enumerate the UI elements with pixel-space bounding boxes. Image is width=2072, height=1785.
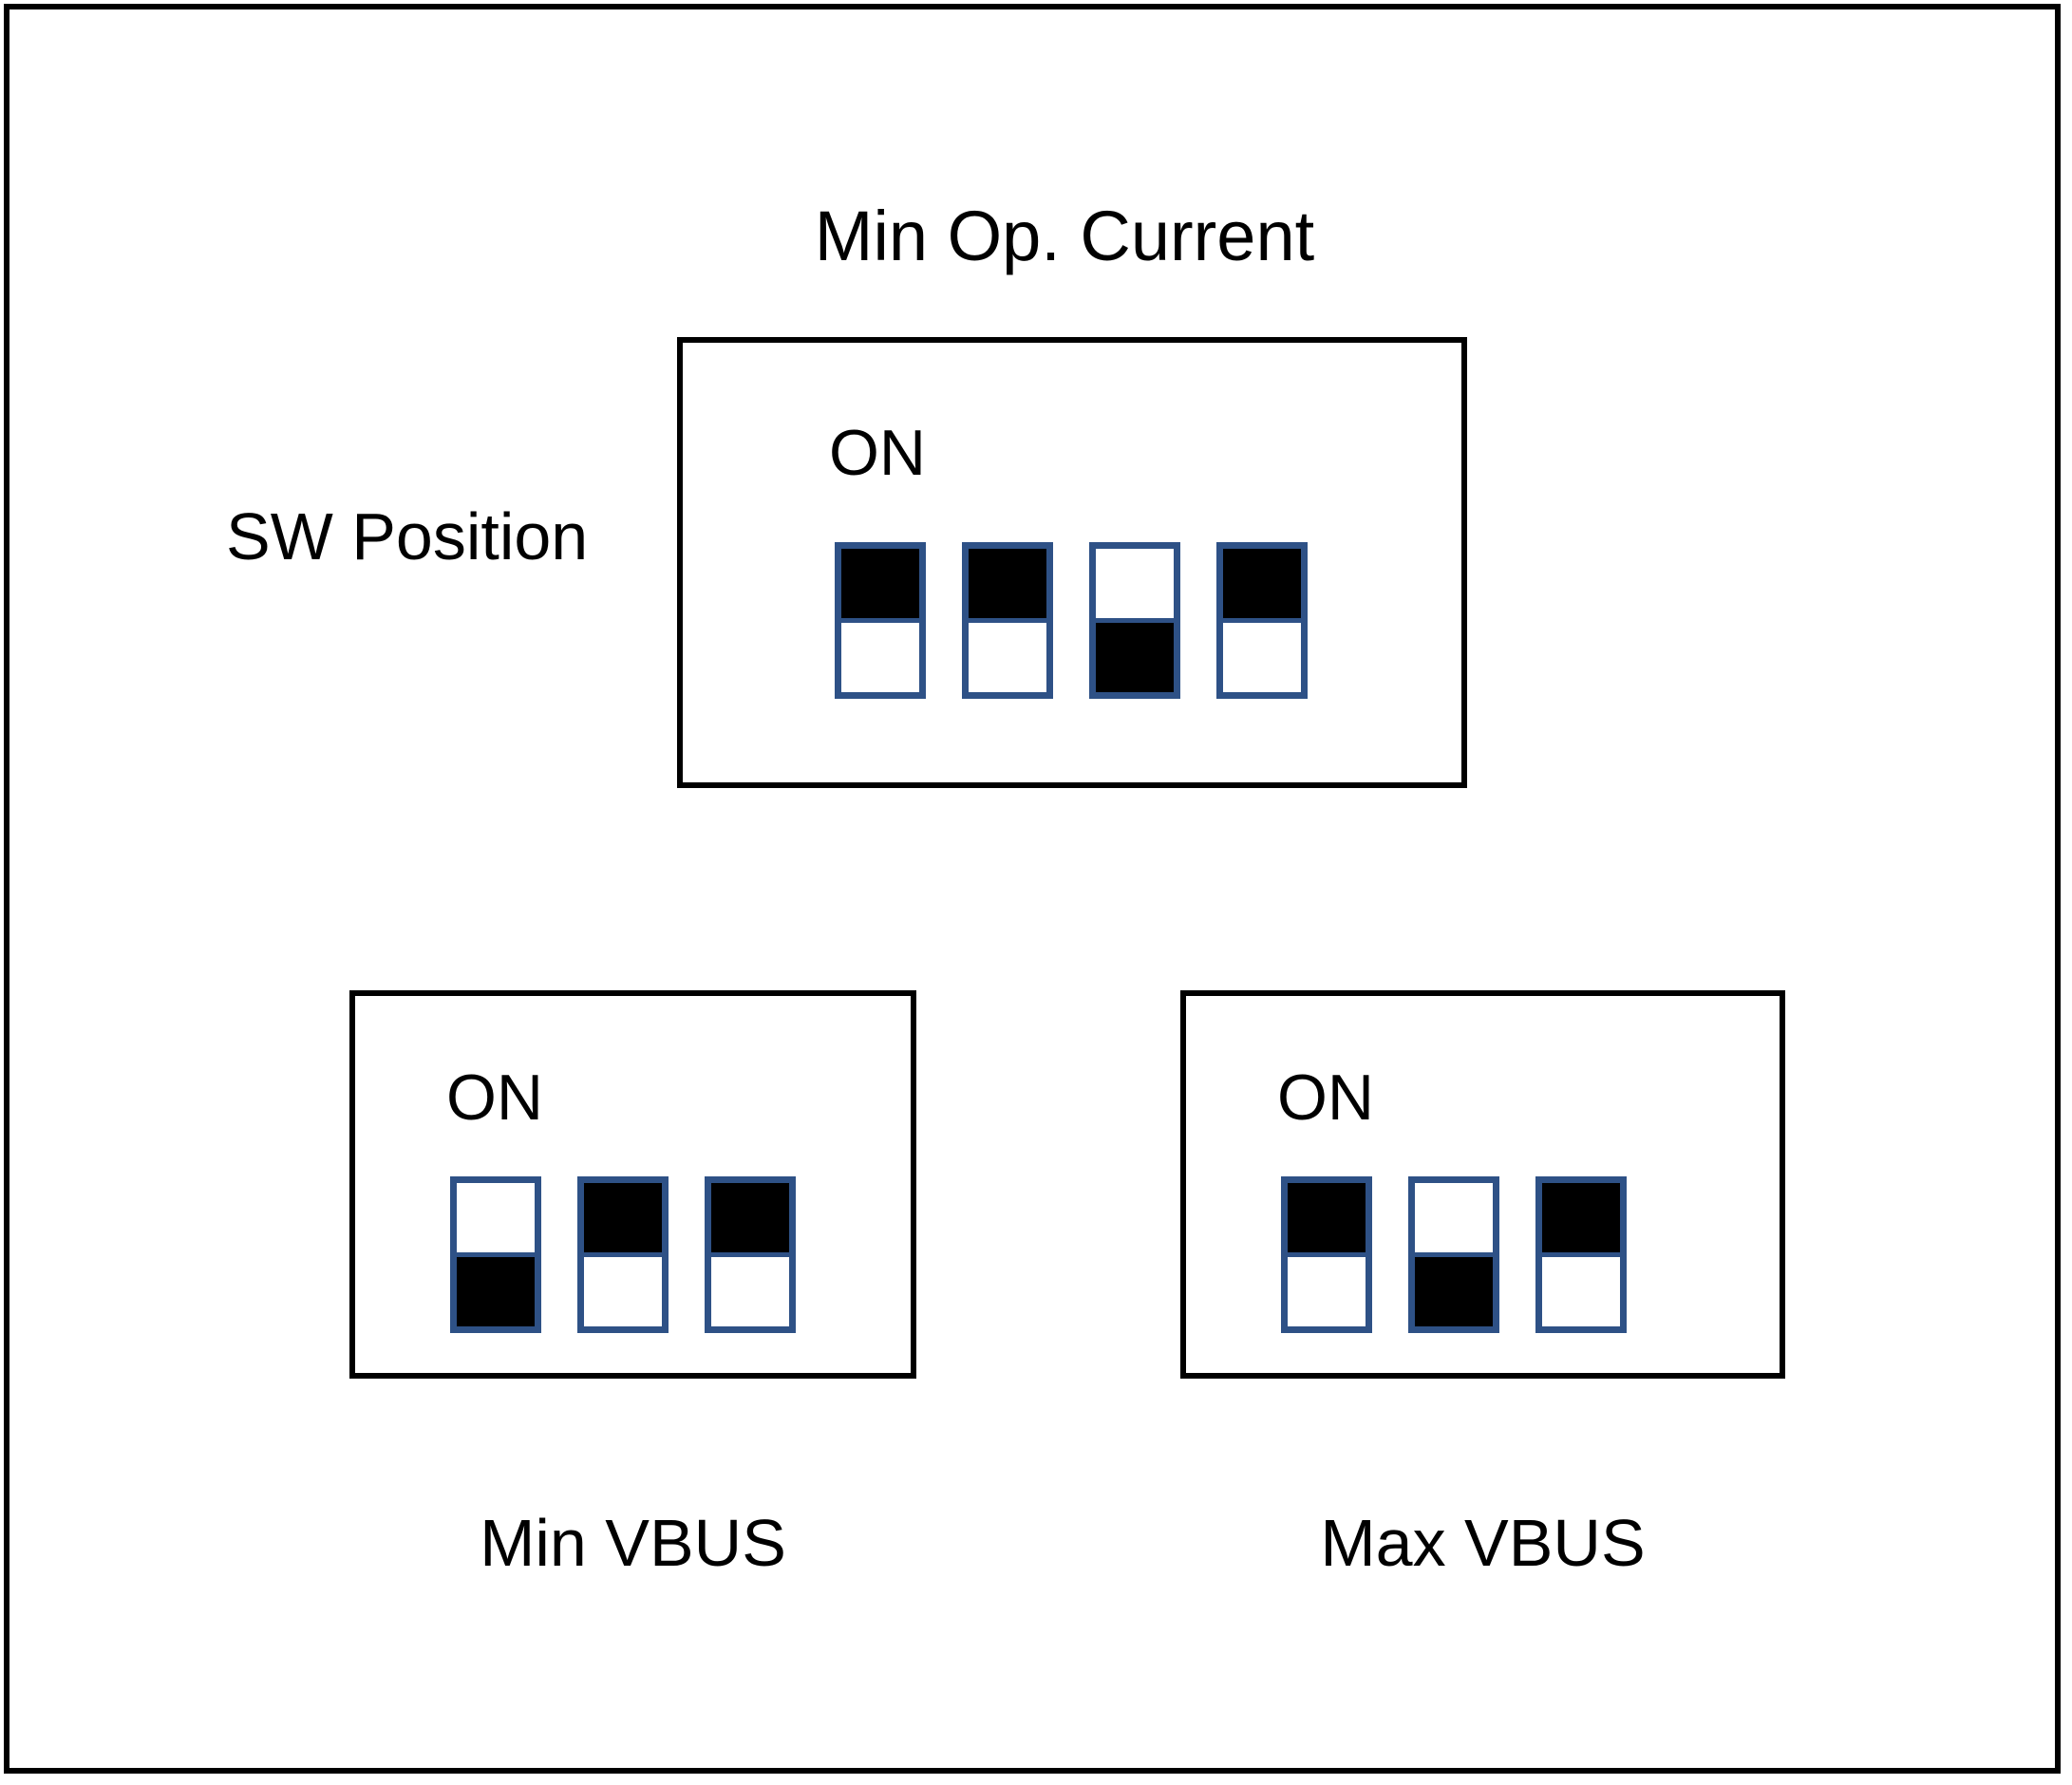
- switch-min-op-current-1[interactable]: [835, 542, 926, 699]
- switch-min-op-current-4[interactable]: [1216, 542, 1308, 699]
- switch-min-op-current-3[interactable]: [1089, 542, 1180, 699]
- on-label-max-vbus: ON: [1277, 1062, 1374, 1134]
- switch-half-bottom: [711, 1257, 789, 1326]
- switch-half-bottom: [1415, 1257, 1493, 1326]
- switch-half-top: [1288, 1183, 1366, 1257]
- switch-half-bottom: [841, 623, 919, 692]
- switch-half-top: [584, 1183, 662, 1257]
- switch-rail-min-op-current: [835, 542, 1308, 699]
- caption-min-vbus: Min VBUS: [480, 1506, 786, 1580]
- caption-max-vbus: Max VBUS: [1320, 1506, 1646, 1580]
- switch-half-top: [1223, 549, 1301, 623]
- switch-max-vbus-2[interactable]: [1408, 1176, 1499, 1333]
- switch-min-vbus-2[interactable]: [577, 1176, 669, 1333]
- on-label-min-op-current: ON: [829, 417, 926, 489]
- title-min-op-current: Min Op. Current: [0, 201, 2072, 272]
- switch-half-top: [711, 1183, 789, 1257]
- switch-half-bottom: [969, 623, 1046, 692]
- switch-half-bottom: [1223, 623, 1301, 692]
- switch-half-bottom: [1542, 1257, 1620, 1326]
- switch-half-top: [1415, 1183, 1493, 1257]
- switch-half-bottom: [457, 1257, 535, 1326]
- title-min-op-current-text: Min Op. Current: [814, 197, 1315, 275]
- on-label-min-vbus: ON: [446, 1062, 543, 1134]
- dip-switch-package-max-vbus[interactable]: ON: [1180, 990, 1785, 1379]
- switch-min-op-current-2[interactable]: [962, 542, 1053, 699]
- switch-half-top: [969, 549, 1046, 623]
- switch-half-top: [841, 549, 919, 623]
- switch-max-vbus-3[interactable]: [1535, 1176, 1627, 1333]
- outer-frame: [4, 4, 2061, 1774]
- switch-half-bottom: [1288, 1257, 1366, 1326]
- switch-half-top: [457, 1183, 535, 1257]
- switch-rail-max-vbus: [1281, 1176, 1627, 1333]
- dip-switch-package-min-op-current[interactable]: ON: [677, 337, 1467, 788]
- switch-rail-min-vbus: [450, 1176, 796, 1333]
- switch-half-bottom: [1096, 623, 1174, 692]
- switch-min-vbus-3[interactable]: [705, 1176, 796, 1333]
- switch-half-top: [1096, 549, 1174, 623]
- dip-switch-package-min-vbus[interactable]: ON: [349, 990, 916, 1379]
- switch-half-bottom: [584, 1257, 662, 1326]
- label-sw-position: SW Position: [226, 499, 589, 573]
- switch-min-vbus-1[interactable]: [450, 1176, 541, 1333]
- switch-half-top: [1542, 1183, 1620, 1257]
- switch-max-vbus-1[interactable]: [1281, 1176, 1372, 1333]
